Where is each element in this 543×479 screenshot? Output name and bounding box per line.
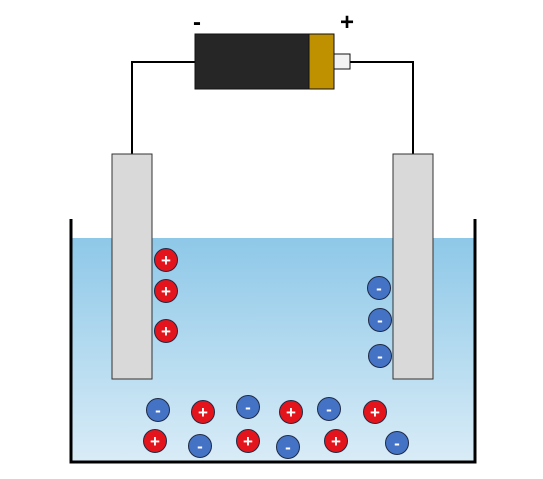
positive-ion: + bbox=[154, 319, 178, 343]
negative-ion-circle bbox=[236, 395, 260, 419]
negative-ion-symbol: - bbox=[377, 311, 383, 330]
wire-right bbox=[350, 61, 414, 154]
battery-body bbox=[194, 33, 310, 90]
battery-nub bbox=[333, 53, 351, 70]
positive-ion-circle bbox=[363, 400, 387, 424]
negative-ion-symbol: - bbox=[394, 434, 400, 453]
negative-ion-circle bbox=[276, 435, 300, 459]
battery bbox=[194, 33, 351, 90]
positive-ion: + bbox=[154, 248, 178, 272]
left-electrode bbox=[111, 153, 153, 380]
negative-ion-circle bbox=[385, 431, 409, 455]
positive-ion-symbol: + bbox=[331, 432, 341, 451]
negative-ion: - bbox=[146, 398, 170, 422]
right-electrode bbox=[392, 153, 434, 380]
positive-ion-symbol: + bbox=[150, 432, 160, 451]
positive-ion-symbol: + bbox=[243, 432, 253, 451]
negative-ion-symbol: - bbox=[376, 279, 382, 298]
negative-ion-circle bbox=[146, 398, 170, 422]
negative-ion-symbol: - bbox=[155, 401, 161, 420]
positive-ion: + bbox=[324, 429, 348, 453]
positive-ion: + bbox=[363, 400, 387, 424]
positive-ion-circle bbox=[236, 429, 260, 453]
positive-ion-circle bbox=[191, 400, 215, 424]
positive-ion: + bbox=[143, 429, 167, 453]
negative-ion-circle bbox=[367, 276, 391, 300]
positive-ion-symbol: + bbox=[161, 251, 171, 270]
negative-ion: - bbox=[367, 276, 391, 300]
positive-ion-symbol: + bbox=[370, 403, 380, 422]
positive-ion-circle bbox=[154, 248, 178, 272]
negative-ion-symbol: - bbox=[326, 400, 332, 419]
positive-ion: + bbox=[279, 400, 303, 424]
positive-ion-circle bbox=[154, 319, 178, 343]
negative-ion: - bbox=[317, 397, 341, 421]
positive-ion: + bbox=[191, 400, 215, 424]
negative-ion-symbol: - bbox=[285, 438, 291, 457]
positive-ion: + bbox=[154, 279, 178, 303]
negative-ion-symbol: - bbox=[245, 398, 251, 417]
negative-ion: - bbox=[188, 434, 212, 458]
wire-left bbox=[131, 61, 196, 154]
positive-ion-symbol: + bbox=[198, 403, 208, 422]
positive-ion-circle bbox=[279, 400, 303, 424]
negative-ion-circle bbox=[188, 434, 212, 458]
positive-ion-symbol: + bbox=[161, 282, 171, 301]
positive-ion-circle bbox=[143, 429, 167, 453]
negative-ion-symbol: - bbox=[197, 437, 203, 456]
positive-ion-circle bbox=[324, 429, 348, 453]
ions: +++----+-+-++-+-+- bbox=[143, 248, 409, 459]
negative-ion-circle bbox=[317, 397, 341, 421]
negative-ion-symbol: - bbox=[377, 347, 383, 366]
positive-ion-circle bbox=[154, 279, 178, 303]
positive-ion-symbol: + bbox=[286, 403, 296, 422]
negative-ion: - bbox=[385, 431, 409, 455]
negative-terminal-label: - bbox=[193, 9, 201, 36]
negative-ion: - bbox=[368, 308, 392, 332]
negative-ion: - bbox=[236, 395, 260, 419]
positive-terminal-label: + bbox=[340, 9, 354, 36]
negative-ion-circle bbox=[368, 344, 392, 368]
negative-ion-circle bbox=[368, 308, 392, 332]
positive-ion-symbol: + bbox=[161, 322, 171, 341]
battery-positive-cap bbox=[308, 33, 335, 90]
negative-ion: - bbox=[368, 344, 392, 368]
positive-ion: + bbox=[236, 429, 260, 453]
negative-ion: - bbox=[276, 435, 300, 459]
beaker bbox=[69, 219, 477, 464]
